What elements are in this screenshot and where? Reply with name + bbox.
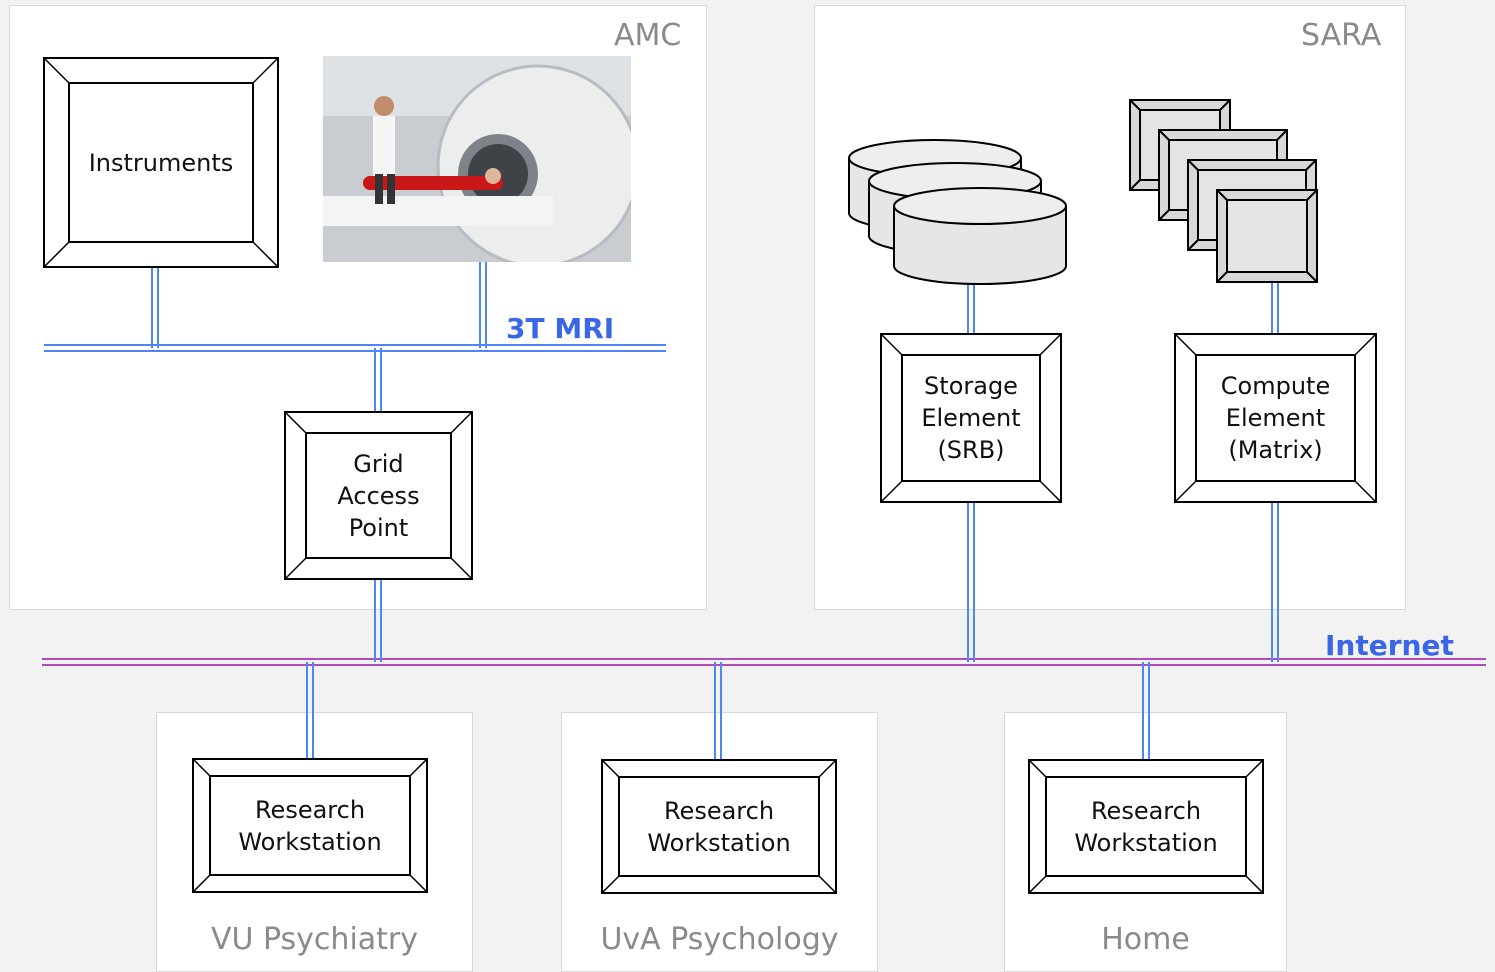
compute-servers-icon [1129,99,1318,283]
storage-element-node: Storage Element (SRB) [880,333,1062,503]
mri-scanner-photo [323,56,631,262]
storage-element-label: Storage Element (SRB) [921,372,1021,464]
workstation-uva-node: Research Workstation [601,759,837,894]
internet-label: Internet [1325,629,1454,662]
workstation-uva-label: Research Workstation [647,796,791,857]
mri-network-label: 3T MRI [506,312,615,345]
storage-disks-icon [848,139,1067,285]
vu-region-title: VU Psychiatry [210,922,419,957]
workstation-home-node: Research Workstation [1028,759,1264,894]
sara-region [814,5,1406,610]
workstation-vu-node: Research Workstation [192,758,428,893]
sara-region-title: SARA [1301,18,1382,53]
instruments-label: Instruments [88,148,234,177]
grid-access-point-label: Grid Access Point [337,449,420,542]
compute-element-label: Compute Element (Matrix) [1220,372,1331,464]
workstation-vu-label: Research Workstation [238,795,382,856]
home-region-title: Home [1101,922,1190,957]
amc-region-title: AMC [614,18,682,53]
workstation-home-label: Research Workstation [1074,796,1218,857]
instruments-node: Instruments [43,57,279,268]
uva-region-title: UvA Psychology [600,922,839,957]
grid-access-point-node: Grid Access Point [284,411,473,580]
compute-element-node: Compute Element (Matrix) [1174,333,1377,503]
